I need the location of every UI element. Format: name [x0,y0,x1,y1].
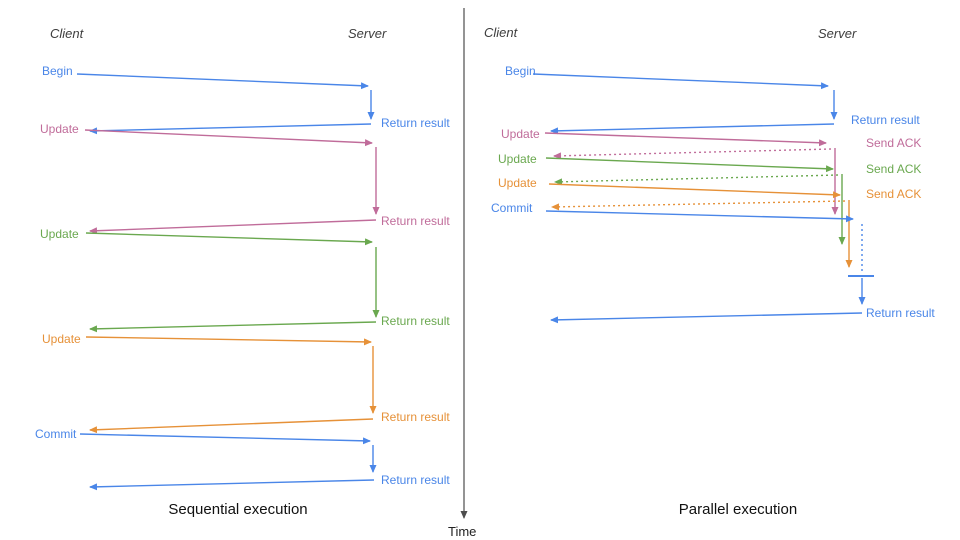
seq-begin-flow [76,73,375,135]
par-commit-return-label: Return result [866,306,935,320]
seq-begin-return-label: Return result [381,116,450,130]
par-begin-flow [532,73,838,135]
seq-update1-return-label: Return result [381,214,450,228]
par-update2-ack-label: Send ACK [866,162,922,176]
seq-update2-label: Update [40,227,79,241]
par-update3-label: Update [498,176,537,190]
par-update1-flow [544,132,839,215]
seq-client-header: Client [50,26,84,41]
time-axis-label: Time [448,524,477,539]
seq-update2-flow [85,232,380,333]
seq-update1-label: Update [40,122,79,136]
seq-server-header: Server [348,26,387,41]
par-client-header: Client [484,25,518,40]
par-begin-label: Begin [505,64,536,78]
seq-update3-label: Update [42,332,81,346]
seq-commit-flow [79,433,377,491]
par-update2-flow [545,157,846,245]
seq-commit-return-label: Return result [381,473,450,487]
par-update2-label: Update [498,152,537,166]
seq-update3-flow [85,336,377,434]
seq-commit-label: Commit [35,427,77,441]
seq-update2-return-label: Return result [381,314,450,328]
seq-update3-return-label: Return result [381,410,450,424]
par-commit-label: Commit [491,201,533,215]
par-commit-flow [545,210,874,324]
seq-title: Sequential execution [168,501,308,518]
par-server-header: Server [818,26,857,41]
par-title: Parallel execution [678,501,798,518]
par-update3-ack-label: Send ACK [866,187,922,201]
seq-begin-label: Begin [42,64,73,78]
par-update1-ack-label: Send ACK [866,136,922,150]
par-update3-flow [548,183,853,268]
par-update1-label: Update [501,127,540,141]
par-begin-return-label: Return result [851,113,920,127]
seq-update1-flow [84,129,380,235]
